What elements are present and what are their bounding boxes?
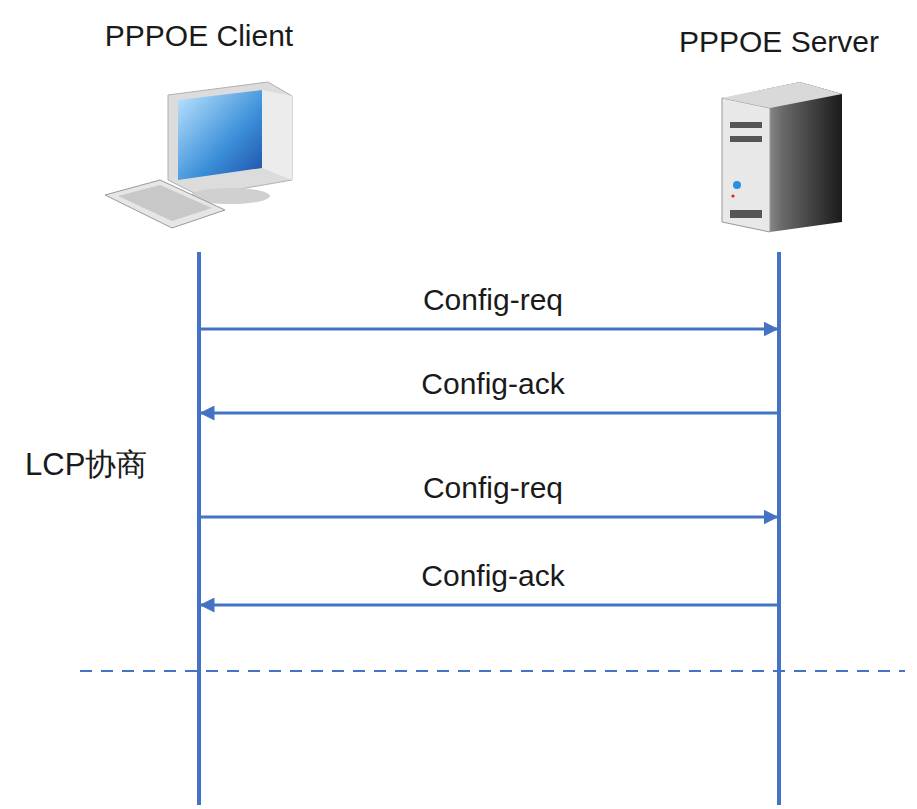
message-label: Config-ack (343, 559, 643, 593)
message-arrow (201, 412, 777, 415)
phase-separator (80, 670, 905, 672)
message-label: Config-ack (343, 367, 643, 401)
actor-title: PPPOE Server (619, 25, 917, 59)
lifeline: PPPOE Client (197, 252, 201, 805)
message-arrow (201, 516, 777, 519)
phase-label: LCP协商 (25, 444, 147, 486)
message-arrow (201, 328, 777, 331)
server-icon (722, 82, 842, 232)
actor-title: PPPOE Client (39, 19, 359, 53)
message-label: Config-req (343, 471, 643, 505)
computer-icon (105, 82, 292, 228)
lifeline: PPPOE Server (777, 252, 781, 805)
message-label: Config-req (343, 283, 643, 317)
message-arrow (201, 604, 777, 607)
